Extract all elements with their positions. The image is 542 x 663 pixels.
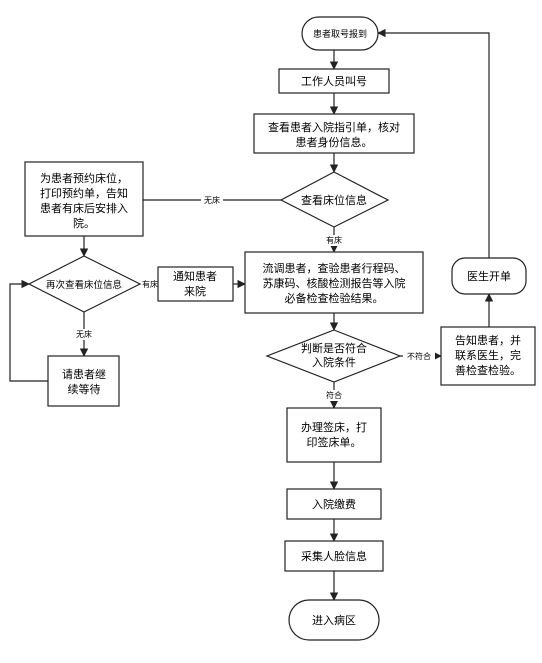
svg-text:院。: 院。 bbox=[73, 216, 95, 230]
node-start bbox=[301, 16, 379, 51]
svg-text:患者身份信息。: 患者身份信息。 bbox=[296, 135, 373, 149]
node-judge bbox=[265, 329, 402, 383]
node-call bbox=[278, 68, 390, 94]
edges bbox=[9, 28, 494, 601]
label-has-bed-2: 有床 bbox=[142, 279, 158, 289]
node-flow-check bbox=[244, 251, 424, 314]
node-pay-text: 入院缴费 bbox=[312, 497, 356, 511]
label-no-bed-2: 无床 bbox=[76, 329, 92, 339]
node-flow-check-line-1: 流调患者，查验患者行程码、 bbox=[263, 261, 406, 275]
svg-text:续等待: 续等待 bbox=[68, 382, 101, 396]
edge-wait-back-to-recheck bbox=[9, 279, 48, 382]
node-face bbox=[284, 540, 384, 572]
nodes: 患者取号报到 工作人员叫号 查看患者入院指引单，核对 患者身份信息。 查看床位信… bbox=[24, 16, 536, 641]
svg-text:为患者预约床位，: 为患者预约床位， bbox=[40, 171, 128, 185]
svg-text:通知患者: 通知患者 bbox=[173, 269, 217, 283]
node-reserve-line-2: 打印预约单，告知 bbox=[40, 186, 128, 200]
svg-text:患者有床后安排入: 患者有床后安排入 bbox=[40, 201, 128, 215]
node-end bbox=[288, 599, 380, 641]
svg-text:办理签床，打: 办理签床，打 bbox=[301, 420, 367, 434]
svg-text:善检查检验。: 善检查检验。 bbox=[455, 363, 521, 377]
node-inform bbox=[440, 326, 536, 386]
svg-text:印签床单。: 印签床单。 bbox=[307, 435, 362, 449]
svg-text:苏康码、核酸检测报告等入院: 苏康码、核酸检测报告等入院 bbox=[263, 276, 406, 290]
node-notify bbox=[157, 266, 234, 302]
label-qualified: 符合 bbox=[326, 390, 342, 400]
edge-doctor-to-start bbox=[377, 28, 490, 258]
svg-text:入院条件: 入院条件 bbox=[312, 355, 356, 369]
svg-text:告知患者，并: 告知患者，并 bbox=[455, 333, 521, 347]
node-notify-line-1: 通知患者 bbox=[173, 269, 217, 283]
node-reserve bbox=[24, 161, 144, 237]
node-check-id bbox=[253, 113, 415, 154]
node-recheck bbox=[27, 255, 142, 313]
node-start-text: 患者取号报到 bbox=[313, 28, 367, 40]
node-reserve-line-3: 患者有床后安排入 bbox=[40, 201, 128, 215]
label-not-qualified: 不符合 bbox=[407, 351, 431, 361]
svg-text:流调患者，查验患者行程码、: 流调患者，查验患者行程码、 bbox=[263, 261, 406, 275]
edge-labels: 无床 有床 有床 无床 不符合 符合 bbox=[73, 195, 435, 401]
node-check-id-line-2: 患者身份信息。 bbox=[296, 135, 373, 149]
node-judge-line-1: 判断是否符合 bbox=[301, 341, 367, 355]
node-flow-check-line-3: 必备检查检验结果。 bbox=[285, 291, 384, 305]
node-call-text: 工作人员叫号 bbox=[301, 75, 367, 88]
node-notify-line-2: 来院 bbox=[184, 284, 206, 298]
svg-text:联系医生，完: 联系医生，完 bbox=[455, 348, 521, 362]
node-reserve-line-1: 为患者预约床位， bbox=[40, 171, 128, 185]
node-inform-line-2: 联系医生，完 bbox=[455, 348, 521, 362]
node-check-bed-text: 查看床位信息 bbox=[301, 193, 367, 207]
svg-text:来院: 来院 bbox=[184, 284, 206, 298]
node-end-text: 进入病区 bbox=[312, 613, 356, 627]
node-wait-line-2: 续等待 bbox=[68, 382, 101, 396]
node-doctor-text: 医生开单 bbox=[467, 269, 511, 283]
node-recheck-text: 再次查看床位信息 bbox=[46, 279, 122, 291]
node-sign-line-1: 办理签床，打 bbox=[301, 420, 367, 434]
svg-text:请患者继: 请患者继 bbox=[62, 368, 106, 381]
node-check-id-line-1: 查看患者入院指引单，核对 bbox=[268, 120, 400, 134]
node-inform-line-3: 善检查检验。 bbox=[455, 363, 521, 377]
node-face-text: 采集人脸信息 bbox=[301, 549, 367, 563]
node-wait-line-1: 请患者继 bbox=[62, 368, 106, 381]
label-no-bed-1: 无床 bbox=[204, 195, 220, 205]
node-inform-line-1: 告知患者，并 bbox=[455, 333, 521, 347]
node-doctor bbox=[451, 257, 527, 295]
node-flow-check-line-2: 苏康码、核酸检测报告等入院 bbox=[263, 276, 406, 290]
node-sign bbox=[286, 407, 382, 463]
node-pay bbox=[286, 488, 382, 520]
svg-text:打印预约单，告知: 打印预约单，告知 bbox=[40, 186, 128, 200]
svg-text:判断是否符合: 判断是否符合 bbox=[301, 341, 367, 355]
svg-text:必备检查检验结果。: 必备检查检验结果。 bbox=[285, 291, 384, 305]
node-reserve-line-4: 院。 bbox=[73, 216, 95, 230]
svg-text:查看患者入院指引单，核对: 查看患者入院指引单，核对 bbox=[268, 120, 400, 134]
node-wait bbox=[47, 355, 120, 407]
node-sign-line-2: 印签床单。 bbox=[307, 435, 362, 449]
node-judge-line-2: 入院条件 bbox=[312, 355, 356, 369]
node-check-bed bbox=[279, 171, 390, 228]
label-has-bed-1: 有床 bbox=[326, 235, 342, 245]
